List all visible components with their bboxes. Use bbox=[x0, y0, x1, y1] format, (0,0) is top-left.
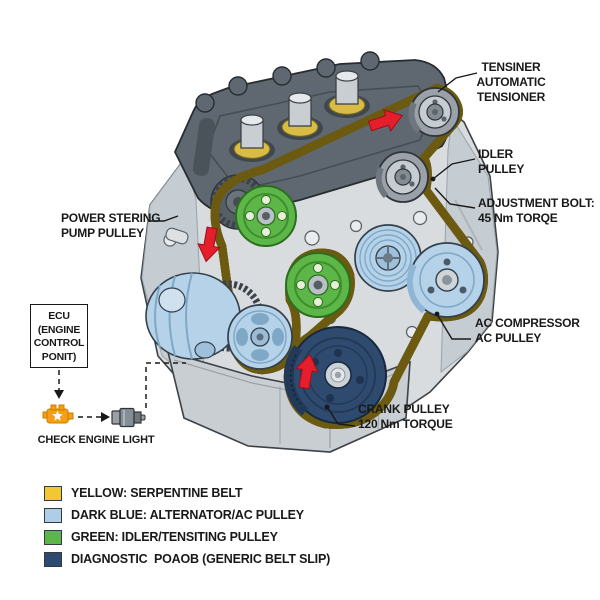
callout-tensioner-line1: TENSINER bbox=[481, 60, 541, 74]
legend-swatch-yellow bbox=[44, 485, 62, 501]
callout-crank-line2: 120 Nm TORQUE bbox=[358, 417, 453, 431]
water-pump-pulley bbox=[354, 224, 422, 292]
wiring-arrowheads bbox=[54, 390, 110, 422]
crank-pulley bbox=[283, 326, 387, 424]
callout-power-steering: POWER STERING PUMP PULLEY bbox=[61, 211, 161, 241]
callout-idler-line2: PULLEY bbox=[478, 162, 525, 176]
callout-leader-lines bbox=[149, 72, 478, 427]
belt-direction-arrow bbox=[197, 109, 404, 390]
callout-ps-line2: PUMP PULLEY bbox=[61, 226, 144, 240]
idler-tensioning-pulley-green bbox=[285, 252, 351, 318]
callout-ac-compressor: AC COMPRESSOR AC PULLEY bbox=[475, 316, 580, 346]
callout-adjustment-line1: ADJUSTMENT BOLT: bbox=[478, 196, 595, 210]
legend-item-alternator-ac-pulley: DARK BLUE: ALTERNATOR/AC PULLEY bbox=[44, 507, 330, 523]
callout-adjustment-line2: 45 Nm TORQE bbox=[478, 211, 558, 225]
legend-item-idler-tensioning-pulley: GREEN: IDLER/TENSITING PULLEY bbox=[44, 529, 330, 545]
legend-label-idler-tensioning-pulley: GREEN: IDLER/TENSITING PULLEY bbox=[71, 530, 278, 544]
ecu-wiring bbox=[58, 362, 186, 418]
spark-plug-tube bbox=[229, 114, 275, 162]
power-steering-pulley bbox=[235, 185, 297, 247]
callout-crank-line1: CRANK PULLEY bbox=[358, 402, 450, 416]
callout-dots bbox=[324, 176, 440, 410]
callout-ac-line2: AC PULLEY bbox=[475, 331, 542, 345]
callout-crank: CRANK PULLEY 120 Nm TORQUE bbox=[358, 402, 453, 432]
legend-label-alternator-ac-pulley: DARK BLUE: ALTERNATOR/AC PULLEY bbox=[71, 508, 304, 522]
callout-tensioner-line3: TENSIONER bbox=[476, 90, 546, 104]
alternator-pulley bbox=[227, 304, 293, 370]
ecu-line3: CONTROL bbox=[33, 337, 85, 349]
legend-label-diagnostic-code: DIAGNOSTIC POAOB (GENERIC BELT SLIP) bbox=[71, 552, 331, 566]
spark-plug-tube bbox=[324, 70, 370, 118]
ecu-line2: (ENGINE bbox=[37, 323, 81, 336]
idler-pulley bbox=[375, 151, 429, 203]
legend: YELLOW: SERPENTINE BELT DARK BLUE: ALTER… bbox=[44, 485, 331, 567]
callout-tensioner-line2: AUTOMATIC bbox=[476, 75, 546, 89]
ecu-box: ECU (ENGINE CONTROL PONIT) bbox=[30, 304, 88, 368]
callout-tensioner: TENSINER AUTOMATIC TENSIONER bbox=[455, 60, 567, 105]
belt-slip-sensor-icon bbox=[111, 407, 146, 428]
check-engine-light-icon bbox=[42, 404, 74, 424]
legend-swatch-light-blue bbox=[44, 507, 62, 523]
callout-idler-line1: IDLER bbox=[478, 147, 514, 161]
ac-compressor-pulley bbox=[406, 242, 485, 318]
callout-ps-line1: POWER STERING bbox=[61, 211, 161, 225]
legend-swatch-navy bbox=[44, 551, 62, 567]
legend-item-serpentine-belt: YELLOW: SERPENTINE BELT bbox=[44, 485, 330, 501]
legend-swatch-green bbox=[44, 529, 62, 545]
legend-item-diagnostic-code: DIAGNOSTIC POAOB (GENERIC BELT SLIP) bbox=[44, 551, 331, 567]
ecu-line1: ECU bbox=[48, 310, 70, 322]
callout-ac-line1: AC COMPRESSOR bbox=[475, 316, 580, 330]
automatic-tensioner-pulley bbox=[408, 87, 460, 137]
callout-adjustment-bolt: ADJUSTMENT BOLT: 45 Nm TORQE bbox=[478, 196, 595, 226]
ecu-line4: PONIT) bbox=[41, 350, 77, 363]
check-engine-light-label: CHECK ENGINE LIGHT bbox=[37, 434, 155, 446]
spark-plug-tube bbox=[277, 92, 323, 140]
legend-label-serpentine-belt: YELLOW: SERPENTINE BELT bbox=[71, 486, 243, 500]
callout-idler: IDLER PULLEY bbox=[478, 147, 524, 177]
